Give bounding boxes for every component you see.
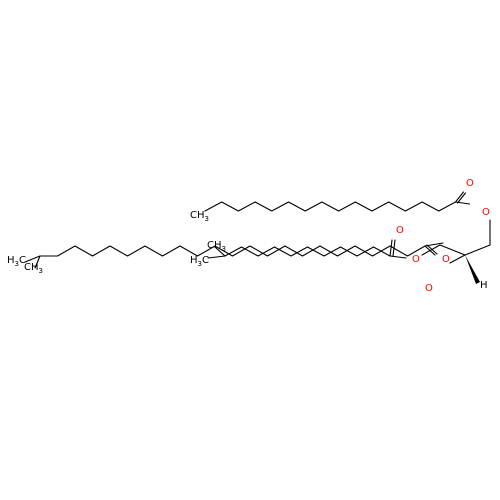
middle-branch-bond (214, 246, 226, 257)
top-acyl-chain (204, 201, 457, 212)
bottom-chain-h3c-label: H3C (7, 255, 26, 268)
stereo-hydrogen-label: H (480, 280, 488, 291)
bottom-terminal-bond (24, 255, 41, 263)
bottom-carbonyl-bond-2 (426, 244, 438, 255)
glycerol-c3-o-bond (421, 244, 441, 256)
atom-label-layer: CH3 CH3 H3C H3C CH3 O O O O O O H (7, 178, 490, 294)
top-carbonyl-bond (454, 191, 465, 203)
top-ester-oxygen-label: O (482, 207, 490, 218)
bottom-acyl-chain (39, 245, 426, 257)
glycerol-c2-o-bond (449, 254, 466, 264)
glycerol-c2-c3-bond (439, 244, 466, 256)
middle-carbonyl-bond (389, 239, 393, 257)
bottom-branch-bond (34, 255, 41, 269)
bottom-carbonyl-bond (424, 245, 436, 256)
bottom-carbonyl-oxygen-label: O (425, 283, 433, 294)
top-carbonyl-bond-2 (456, 192, 467, 204)
middle-ester-oxygen-label: O (412, 254, 420, 265)
stereo-bond-layer (465, 255, 480, 284)
middle-chain-h3c-label: H3C (190, 255, 209, 268)
bottom-chain-branch-ch3-label: CH3 (24, 262, 43, 275)
middle-carbonyl-oxygen-label: O (396, 225, 404, 236)
middle-terminal-bond (207, 255, 226, 259)
top-ester-bond (454, 201, 471, 205)
stereo-wedge-bond (465, 255, 480, 284)
middle-acyl-chain (224, 246, 391, 257)
bond-layer (24, 191, 491, 269)
top-chain-ch3-label: CH3 (190, 210, 209, 223)
top-carbonyl-oxygen-label: O (466, 178, 474, 189)
middle-ester-bond (389, 255, 407, 259)
middle-chain-branch-ch3-label: CH3 (207, 240, 226, 253)
bottom-ester-bond (424, 242, 444, 247)
bottom-ester-oxygen-label: O (442, 254, 450, 265)
glycerol-c2-bond (464, 244, 491, 256)
